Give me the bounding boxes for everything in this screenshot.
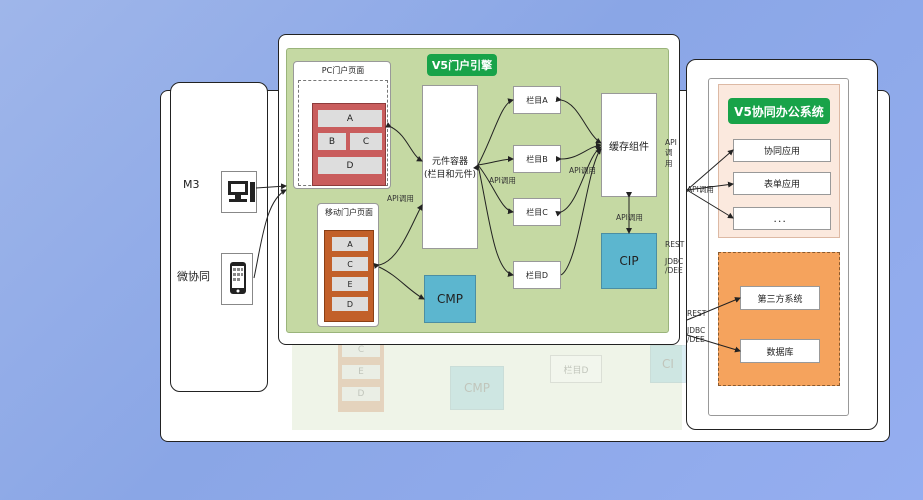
ghost-cell: D xyxy=(342,387,380,401)
api-label-mid: API调用 xyxy=(489,176,516,185)
mobile-page: 移动门户页面 A C E D xyxy=(317,203,379,327)
pc-cell-a: A xyxy=(318,110,382,127)
cmp-box: CMP xyxy=(424,275,476,323)
column-d: 栏目D xyxy=(513,261,561,289)
engine-connectors xyxy=(373,96,632,300)
v5-api-label: API调用 xyxy=(687,185,714,194)
column-b: 栏目B xyxy=(513,145,561,173)
client-panel: M3 微协同 xyxy=(170,82,268,392)
ghost-engine-area xyxy=(292,345,682,430)
mobile-cell-c: C xyxy=(332,257,368,271)
mobile-cell-d: D xyxy=(332,297,368,311)
api-label-edge: API调用 xyxy=(665,138,677,168)
pc-page-title: PC门户页面 xyxy=(321,65,365,75)
v5-connectors xyxy=(686,149,741,353)
m3-label: M3 xyxy=(183,178,200,191)
jdbc-label-edge: JDBC /DEE xyxy=(665,257,684,275)
ghost-cmp: CMP xyxy=(450,366,504,410)
v5-card: V5协同办公系统 协同应用 表单应用 ．．． 第三方系统 数据库 API调用 R… xyxy=(686,59,878,430)
v5-rest-label: REST xyxy=(687,309,707,318)
ghost-column-d: 栏目D xyxy=(550,355,602,383)
ghost-cip: CI xyxy=(650,345,686,383)
wechat-label: 微协同 xyxy=(177,270,210,283)
mobile-page-title: 移动门户页面 xyxy=(325,207,373,217)
v5-jdbc-label: JDBC /DEE xyxy=(687,326,706,344)
pc-page: PC门户页面 A B C D xyxy=(293,61,391,189)
v5-external-area xyxy=(718,252,840,386)
mobile-phone-icon xyxy=(221,253,253,305)
database: 数据库 xyxy=(740,339,820,363)
mobile-layout-grid: A C E D xyxy=(324,230,374,322)
cache-component: 缓存组件 xyxy=(601,93,657,197)
mobile-cell-e: E xyxy=(332,277,368,291)
ghost-cell: C xyxy=(342,343,380,357)
v5-title: V5协同办公系统 xyxy=(728,98,830,124)
column-c: 栏目C xyxy=(513,198,561,226)
pc-cell-c: C xyxy=(350,133,382,150)
rest-label-edge: REST xyxy=(665,240,685,249)
ghost-cell: E xyxy=(342,365,380,379)
desktop-computer-icon xyxy=(221,171,257,213)
ghost-mobile-grid: C E D xyxy=(338,340,384,412)
mobile-cell-a: A xyxy=(332,237,368,251)
api-label-left: API调用 xyxy=(387,194,414,203)
pc-cell-d: D xyxy=(318,157,382,174)
pc-cell-b: B xyxy=(318,133,346,150)
engine-card: V5门户引擎 PC门户页面 A B C D 移动门户页面 A C E D 元件容… xyxy=(278,34,684,345)
column-a: 栏目A xyxy=(513,86,561,114)
pc-layout-grid: A B C D xyxy=(312,103,386,186)
engine-title: V5门户引擎 xyxy=(427,54,497,76)
